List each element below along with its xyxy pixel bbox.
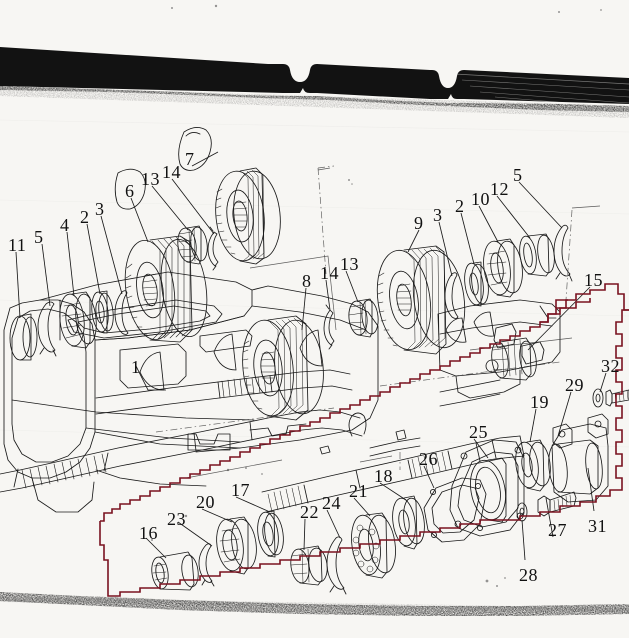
part-9-gear: [376, 245, 466, 355]
rear-case-block: [437, 299, 561, 399]
part-12-spacer: [519, 233, 555, 277]
part-24-snapring: [326, 536, 347, 595]
callout-1-housing: 1: [131, 357, 141, 377]
part-14-cclip-left: [207, 226, 219, 271]
callout-13-left: 13: [141, 169, 160, 189]
main-shaft: [0, 409, 363, 493]
part-13-pinion-left: [177, 225, 208, 265]
callout-10: 10: [471, 189, 490, 209]
callout-27: 27: [548, 520, 567, 540]
part-17-washer: [257, 510, 284, 558]
part-6-gear: [124, 235, 208, 343]
callout-13-center: 13: [340, 254, 359, 274]
callout-19: 19: [530, 392, 549, 412]
output-shaft: [261, 435, 525, 513]
callout-14-left: 14: [162, 162, 181, 182]
scan-speckles: [151, 4, 602, 587]
part-11-cap: [9, 313, 38, 361]
callout-17: 17: [231, 480, 250, 500]
callout-3-left: 3: [95, 199, 105, 219]
callout-2-right: 2: [455, 196, 465, 216]
callout-9: 9: [414, 213, 424, 233]
bottom-scan-band: [0, 592, 629, 616]
upper-big-gear: [215, 167, 281, 265]
callout-16: 16: [139, 523, 158, 543]
part-13-pinion-center: [348, 298, 379, 338]
callout-12: 12: [490, 179, 509, 199]
callout-leader-lines: [15, 151, 607, 561]
callout-25: 25: [469, 422, 488, 442]
red-boundary-outline: [99, 283, 629, 597]
scan-streaks: [0, 119, 629, 448]
callout-21: 21: [349, 481, 368, 501]
part-3-snapring: [114, 290, 129, 335]
callout-23: 23: [167, 509, 186, 529]
callout-6: 6: [125, 181, 135, 201]
callout-2-left: 2: [80, 207, 90, 227]
callout-5-left: 5: [34, 227, 44, 247]
callout-4: 4: [60, 215, 70, 235]
part-15-coupling: [439, 337, 537, 407]
callout-26: 26: [419, 449, 438, 469]
top-scan-band: [0, 47, 629, 118]
callout-29: 29: [565, 375, 584, 395]
leader-frame-lines: [185, 167, 601, 479]
callout-11: 11: [8, 235, 27, 255]
callout-8: 8: [302, 271, 312, 291]
part-10-bearing: [483, 238, 523, 298]
part-23-snapring: [198, 543, 215, 587]
part-32-bolt: [592, 388, 629, 408]
callout-31: 31: [588, 516, 607, 536]
callout-28: 28: [519, 565, 538, 585]
callout-20: 20: [196, 492, 215, 512]
callout-5-right: 5: [513, 165, 523, 185]
part-5-snapring-right: [553, 224, 573, 282]
part-5-snapring: [37, 301, 57, 357]
part-3-snapring-right: [444, 272, 459, 319]
callout-32: 32: [601, 356, 620, 376]
part-19-seal: [515, 439, 551, 492]
part-2-washer: [91, 290, 114, 334]
part-18-seal: [392, 495, 425, 550]
part-31-cylinder: [548, 413, 609, 503]
callout-24: 24: [322, 493, 341, 513]
callout-22: 22: [300, 502, 319, 522]
callout-3-right: 3: [433, 205, 443, 225]
part-8-gear: [242, 315, 324, 421]
part-14-cclip-center: [323, 304, 335, 350]
callout-15: 15: [584, 270, 603, 290]
mechanical-linework: [0, 127, 629, 595]
part-16-bushing: [151, 551, 199, 591]
callout-14-center: 14: [320, 263, 339, 283]
part-4-bearing: [59, 291, 97, 349]
part-6-pad: [114, 168, 146, 210]
callout-18: 18: [374, 466, 393, 486]
shift-rail: [319, 412, 421, 457]
part-7-fork: [178, 127, 212, 171]
callout-7: 7: [185, 149, 195, 169]
